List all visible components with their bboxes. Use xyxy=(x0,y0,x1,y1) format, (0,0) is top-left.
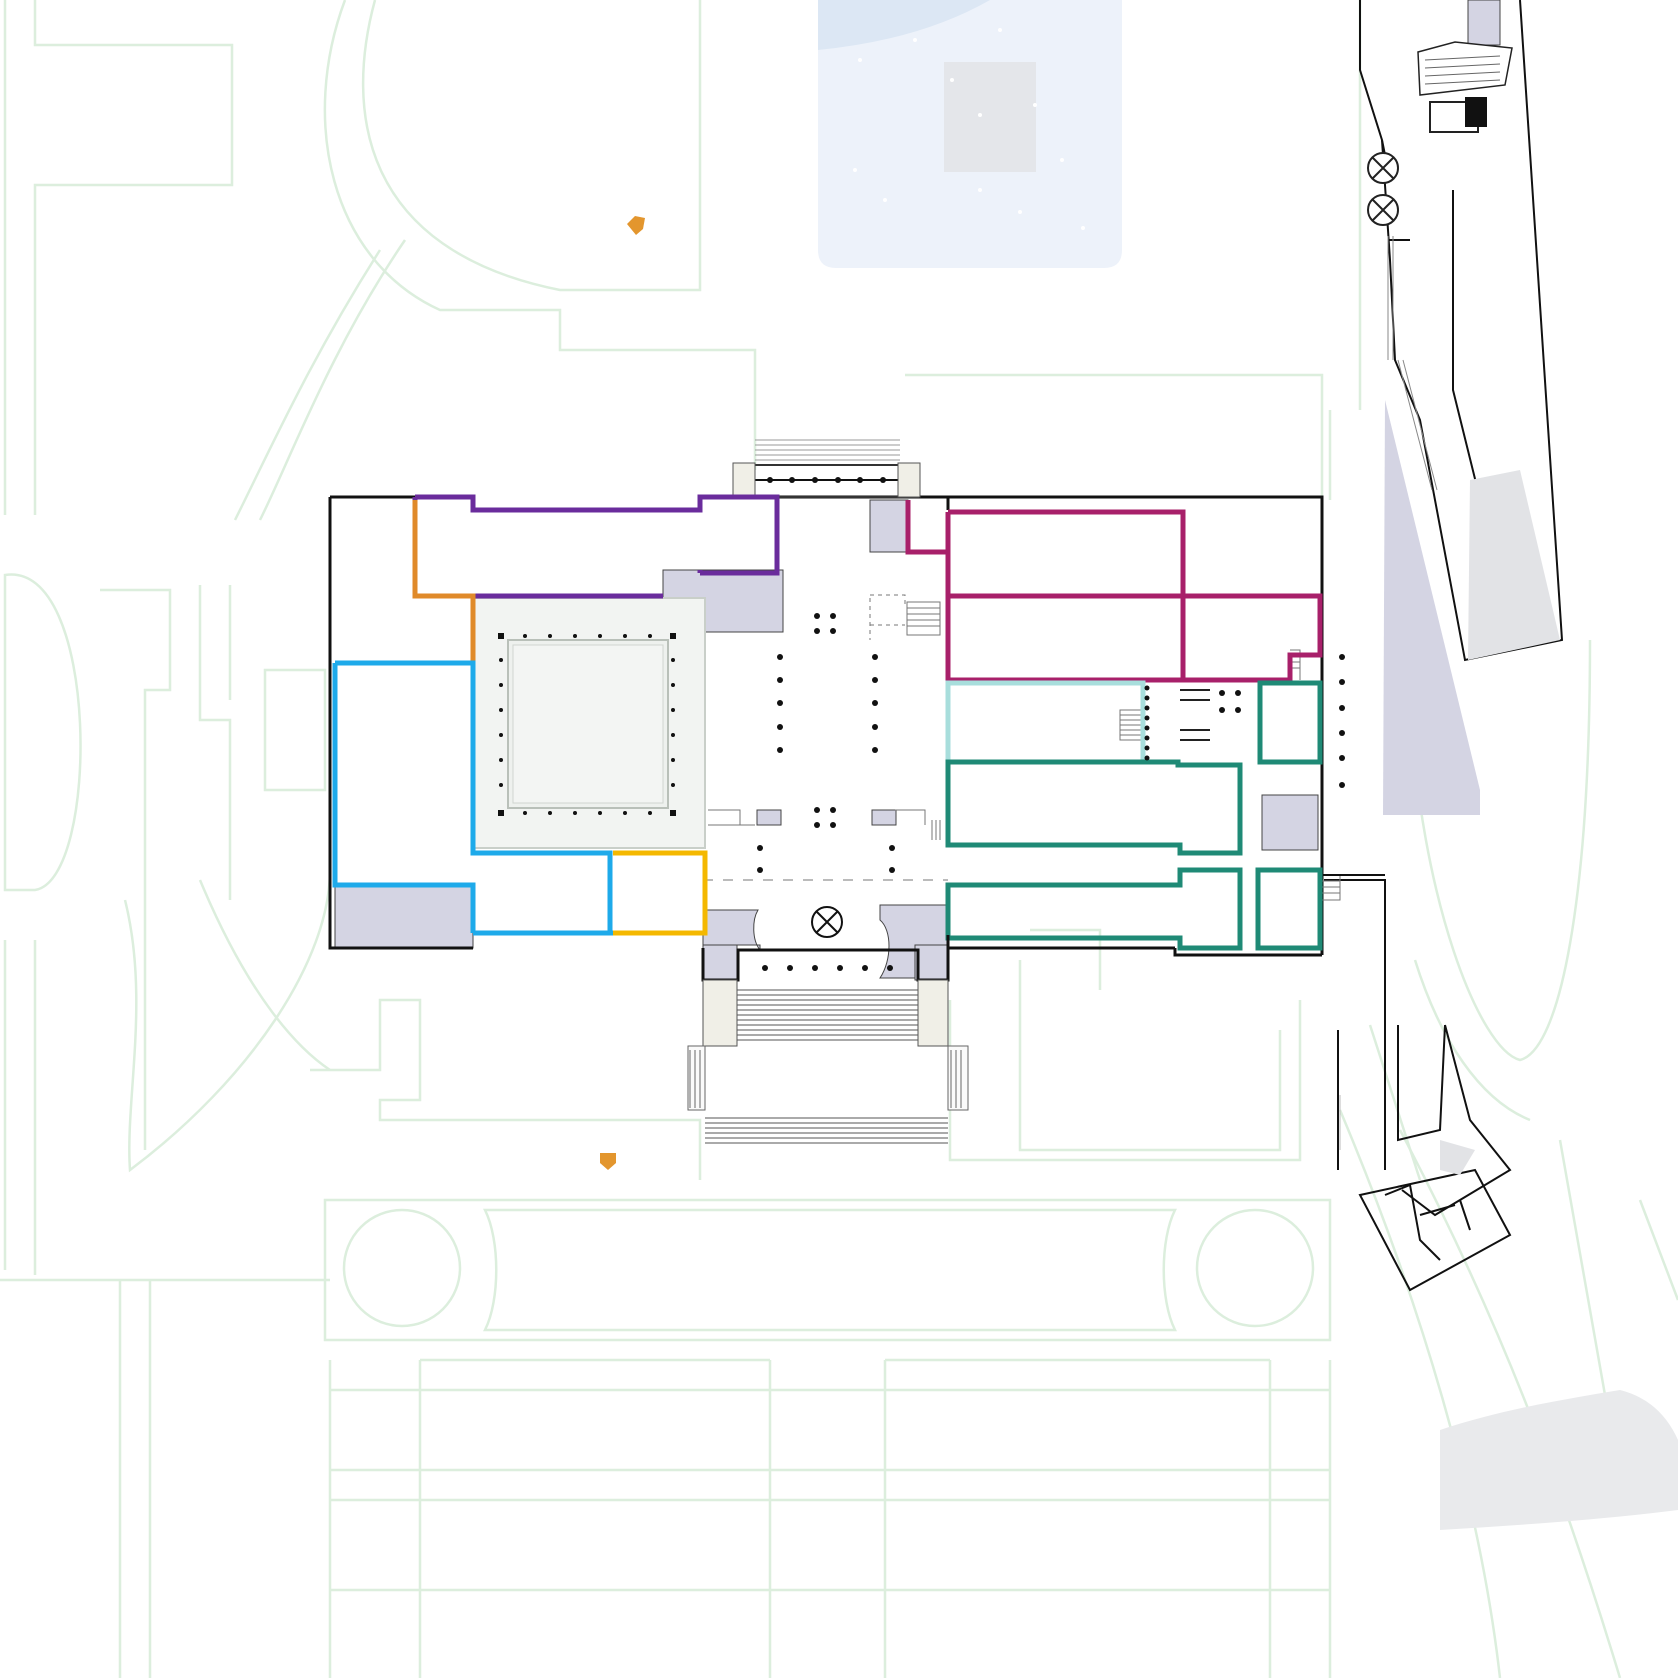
building-service-areas xyxy=(334,499,1319,981)
interior-details xyxy=(703,594,1385,1150)
stairs-icon xyxy=(906,601,941,636)
zone-lightteal[interactable] xyxy=(945,680,1146,765)
elevator-icon[interactable] xyxy=(811,906,843,938)
water-plaza xyxy=(818,0,1122,268)
stairs-icon xyxy=(931,820,941,840)
zone-blue[interactable] xyxy=(332,660,613,936)
atrium-courtyard xyxy=(472,597,706,849)
stairs-icon xyxy=(1322,874,1341,901)
elevator-icon xyxy=(1367,152,1399,184)
zone-teal[interactable] xyxy=(945,680,1323,951)
elevator-icon xyxy=(1367,194,1399,226)
zone-yellow[interactable] xyxy=(613,850,708,936)
lower-right-plaza-slab xyxy=(1440,1390,1678,1530)
zone-magenta[interactable] xyxy=(905,500,1323,683)
south-wall xyxy=(946,935,1322,957)
zone-orange[interactable] xyxy=(335,500,476,666)
column-icon xyxy=(498,477,1345,971)
location-marker-icon[interactable] xyxy=(627,216,645,235)
location-marker-icon[interactable] xyxy=(600,1153,616,1170)
east-ramp-structure xyxy=(1324,0,1564,1292)
building-walls xyxy=(328,439,1324,1144)
